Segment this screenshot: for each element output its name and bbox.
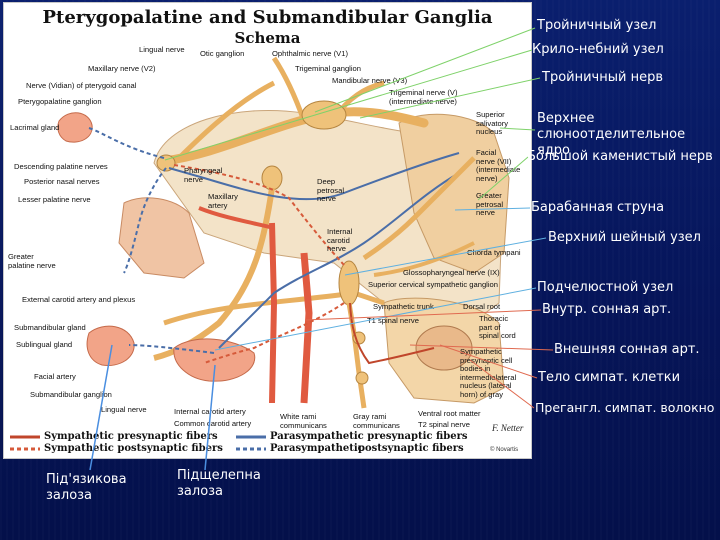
para-post-path-2 bbox=[88, 127, 165, 159]
annotation-pterygopalatine-node: Крило-небний узел bbox=[532, 42, 664, 57]
label-common-carotid: Common carotid artery bbox=[174, 419, 252, 428]
sublingual-gland-shape bbox=[86, 325, 135, 367]
symp-post-path-1 bbox=[173, 164, 345, 266]
label-t2-spinal: T2 spinal nerve bbox=[418, 420, 470, 429]
para-pre-path-1 bbox=[168, 152, 460, 201]
label-submandibular-ganglion: Submandibular ganglion bbox=[30, 390, 112, 399]
annotation-superior-cervical: Верхний шейный узел bbox=[548, 230, 701, 245]
label-greater-palatine: Greater palatine nerve bbox=[8, 252, 56, 270]
label-trigeminal-ganglion: Trigeminal ganglion bbox=[295, 64, 361, 73]
label-lingual-nerve-lower: Lingual nerve bbox=[101, 405, 147, 414]
label-trigeminal-nerve: Trigeminal nerve (V) (intermediate nerve… bbox=[389, 88, 458, 106]
superior-cervical-ganglion-shape bbox=[338, 260, 360, 306]
label-ophthalmic-nerve: Ophthalmic nerve (V1) bbox=[272, 49, 348, 58]
label-otic-ganglion: Otic ganglion bbox=[200, 49, 245, 58]
legend-symp-pre: Sympathetic presynaptic fibers bbox=[44, 431, 218, 442]
symp-post-path-2 bbox=[203, 302, 345, 364]
label-posterior-nasal: Posterior nasal nerves bbox=[24, 177, 100, 186]
label-thoracic-cord: Thoracic part of spinal cord bbox=[479, 314, 516, 340]
label-internal-carotid-nerve: Internal carotid nerve bbox=[327, 227, 353, 253]
label-symp-presyn-cells: Sympathetic presynaptic cell bodies in i… bbox=[460, 347, 517, 399]
label-external-carotid: External carotid artery and plexus bbox=[22, 295, 136, 304]
diagram-title: Pterygopalatine and Submandibular Gangli… bbox=[42, 7, 493, 28]
label-maxillary-nerve: Maxillary nerve (V2) bbox=[88, 64, 156, 73]
annotation-greater-petrosal: Большой каменистый нерв bbox=[527, 149, 713, 164]
legend-para-pre: Parasympathetic presynaptic fibers bbox=[270, 431, 468, 442]
label-ventral-root: Ventral root bbox=[418, 409, 457, 418]
label-internal-carotid-artery: Internal carotid artery bbox=[174, 407, 246, 416]
label-nerve-vidian: Nerve (Vidian) of pterygoid canal bbox=[26, 81, 137, 90]
annotation-submandibular-node: Подчелюстной узел bbox=[537, 280, 674, 295]
label-descending-palatine: Descending palatine nerves bbox=[14, 162, 108, 171]
label-pterygopalatine-ganglion: Pterygopalatine ganglion bbox=[18, 97, 102, 106]
legend-symp-post: Sympathetic postsynaptic fibers bbox=[44, 443, 223, 454]
label-pharyngeal-nerve: Pharyngeal nerve bbox=[184, 166, 223, 184]
maxillary-artery-path bbox=[198, 206, 275, 230]
label-sublingual-gland: Sublingual gland bbox=[16, 340, 73, 349]
label-deep-petrosal: Deep petrosal nerve bbox=[317, 177, 345, 203]
label-maxillary-artery: Maxillary artery bbox=[208, 192, 238, 210]
label-sympathetic-trunk: Sympathetic trunk bbox=[373, 302, 434, 311]
annotation-preganglionic: Прегангл. симпат. волокно bbox=[535, 400, 715, 415]
lacrimal-gland-shape bbox=[57, 112, 93, 143]
legend-para-post-b: postsynaptic fibers bbox=[358, 443, 464, 454]
annotation-trigeminal-node: Тройничный узел bbox=[537, 18, 657, 33]
label-submandibular-gland: Submandibular gland bbox=[14, 323, 86, 332]
copyright: © Novartis bbox=[490, 447, 519, 453]
label-greater-petrosal: Greater petrosal nerve bbox=[476, 191, 504, 217]
annotation-external-carotid: Внешняя сонная арт. bbox=[554, 342, 700, 357]
legend-para-post-a: Parasympathetic bbox=[270, 443, 364, 454]
diagram-panel: Pterygopalatine and Submandibular Gangli… bbox=[3, 2, 532, 459]
label-mandibular-nerve: Mandibular nerve (V3) bbox=[332, 76, 408, 85]
label-chorda-tympani: Chorda tympani bbox=[467, 248, 521, 257]
annotation-trigeminal-nerve: Тройничный нерв bbox=[542, 70, 663, 85]
annotation-chorda-tympani: Барабанная струна bbox=[531, 200, 665, 215]
para-post-path-3 bbox=[128, 344, 215, 354]
annotation-upper-salivatory: Верхнее слюноотделительное ядро bbox=[537, 111, 686, 158]
diagram-subtitle: Schema bbox=[234, 29, 301, 47]
label-gray-rami: Gray rami communicans bbox=[353, 412, 400, 430]
label-t1-spinal: T1 spinal nerve bbox=[367, 316, 419, 325]
label-facial-nerve: Facial nerve (VII) (intermediate nerve) bbox=[476, 148, 521, 183]
label-white-rami: White rami communicans bbox=[280, 412, 327, 430]
label-superior-cervical: Superior cervical sympathetic ganglion bbox=[368, 280, 499, 289]
annotation-submandibular-gland: Підщелепна залоза bbox=[177, 468, 261, 499]
trigeminal-ganglion-shape bbox=[301, 100, 347, 130]
label-matter: matter bbox=[459, 409, 481, 418]
label-glossopharyngeal: Glossopharyngeal nerve (IX) bbox=[403, 268, 500, 277]
label-facial-artery: Facial artery bbox=[34, 372, 76, 381]
external-carotid-artery-path bbox=[269, 222, 278, 404]
annotation-symp-cells: Тело симпат. клетки bbox=[538, 370, 681, 385]
label-lesser-palatine: Lesser palatine nerve bbox=[18, 195, 91, 204]
annotation-internal-carotid: Внутр. сонная арт. bbox=[542, 302, 672, 317]
label-dorsal-root: Dorsal root bbox=[463, 302, 501, 311]
label-superior-salivatory: Superior salivatory nucleus bbox=[476, 110, 509, 136]
label-lacrimal-gland: Lacrimal gland bbox=[10, 123, 60, 132]
annotation-sublingual-gland: Під'язикова залоза bbox=[46, 472, 127, 503]
netter-signature: F. Netter bbox=[492, 423, 524, 433]
label-lingual-nerve: Lingual nerve bbox=[139, 45, 185, 54]
para-post-path-1 bbox=[123, 167, 167, 274]
